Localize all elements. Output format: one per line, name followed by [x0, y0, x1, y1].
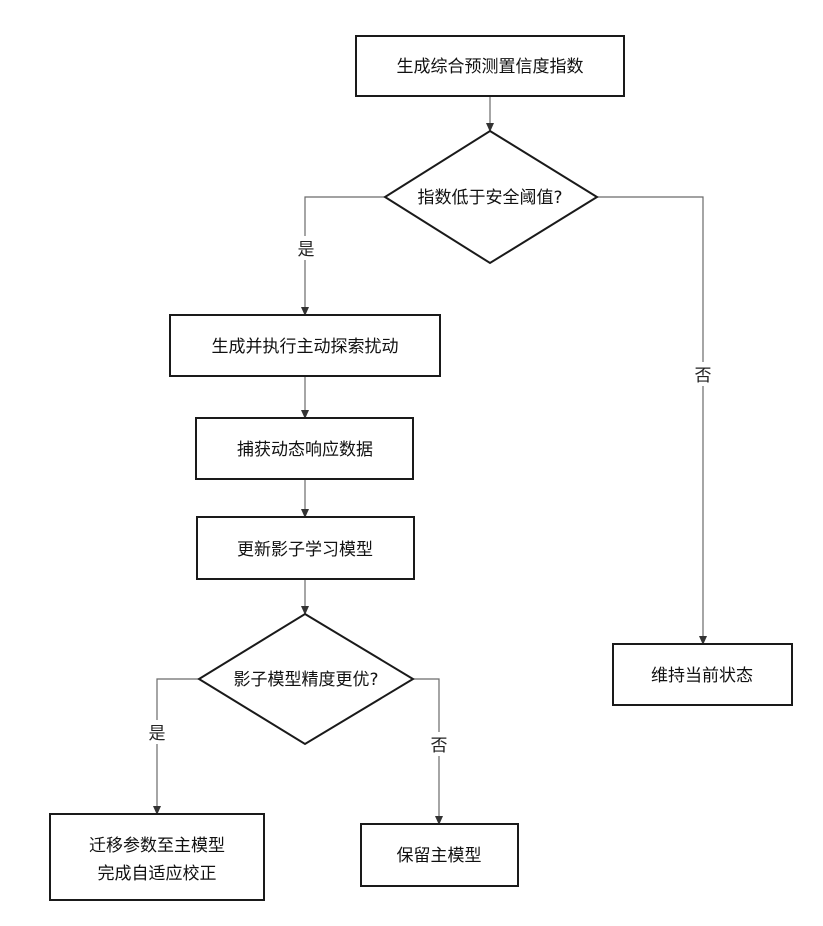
node-migrate-label-line1: 迁移参数至主模型 [89, 836, 225, 856]
node-capture: 捕获动态响应数据 [196, 418, 413, 479]
decision-threshold-label: 指数低于安全阈值? [417, 188, 562, 208]
edge-decision2-yes [157, 679, 199, 814]
node-migrate-label-line2: 完成自适应校正 [98, 864, 217, 884]
label-yes-2: 是 [149, 724, 166, 744]
edge-decision1-yes [305, 197, 385, 315]
node-migrate: 迁移参数至主模型 完成自适应校正 [50, 814, 264, 900]
decision-threshold: 指数低于安全阈值? [385, 131, 597, 263]
node-generate-index-label: 生成综合预测置信度指数 [397, 57, 584, 77]
decision-accuracy: 影子模型精度更优? [199, 614, 413, 744]
node-generate-index: 生成综合预测置信度指数 [356, 36, 624, 96]
edge-decision1-no [597, 197, 703, 644]
node-maintain-label: 维持当前状态 [651, 666, 753, 686]
node-explore-label: 生成并执行主动探索扰动 [212, 337, 399, 357]
decision-accuracy-label: 影子模型精度更优? [233, 670, 378, 690]
label-no-2: 否 [431, 736, 448, 756]
node-update-shadow-label: 更新影子学习模型 [237, 540, 373, 560]
node-explore: 生成并执行主动探索扰动 [170, 315, 440, 376]
node-update-shadow: 更新影子学习模型 [197, 517, 414, 579]
label-yes-1: 是 [298, 240, 315, 260]
node-maintain: 维持当前状态 [613, 644, 792, 705]
label-no-1: 否 [695, 366, 712, 386]
node-keep-main: 保留主模型 [361, 824, 518, 886]
node-keep-main-label: 保留主模型 [397, 846, 482, 866]
node-capture-label: 捕获动态响应数据 [237, 440, 373, 460]
